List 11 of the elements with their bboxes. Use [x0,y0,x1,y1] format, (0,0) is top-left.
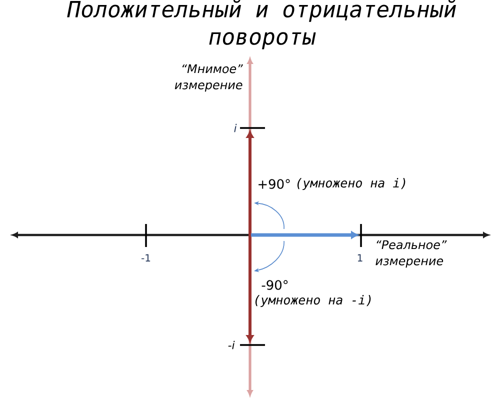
axis-label: “Реальное” измерение [376,240,447,268]
multiplier-label: (умножено на -i) [255,294,371,308]
axis-label: “Мнимое” измерение [174,64,243,92]
tick-label: -i [228,340,235,350]
multiplier-label: (умножено на i) [297,178,406,190]
angle-label: +90° [258,179,290,189]
tick-label: 1 [358,254,362,262]
title: Положительный и отрицательный повороты [67,0,456,50]
tick-label: i [234,124,237,132]
tick-label: -1 [142,254,150,262]
angle-label: -90° [262,280,288,290]
